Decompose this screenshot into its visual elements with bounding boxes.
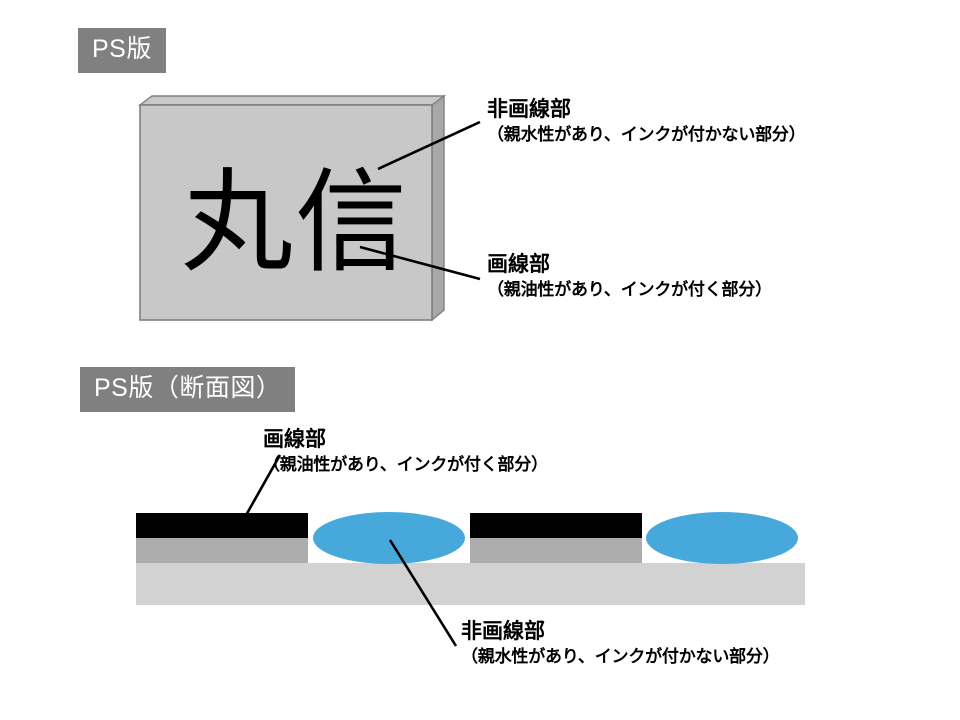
callout-title: 画線部 (487, 253, 550, 276)
callout-title: 非画線部 (487, 98, 571, 121)
callout-subtitle: （親油性があり、インクが付く部分） (487, 279, 772, 299)
plate-top-bevel (137, 95, 447, 106)
base-substrate-layer (136, 563, 805, 605)
water-droplet-left (313, 512, 465, 564)
water-droplet-right (646, 512, 798, 564)
leader-line-image-top (359, 245, 481, 281)
mid-layer-right (470, 538, 642, 563)
plate-front-face (139, 104, 433, 321)
callout-title: 画線部 (263, 428, 326, 451)
ink-layer-left (136, 513, 308, 538)
callout-nonimage-top: 非画線部 （親水性があり、インクが付かない部分） (487, 98, 806, 145)
section-badge-ps-plate: PS版 (78, 28, 166, 73)
cross-section-illustration (136, 512, 805, 605)
leader-line-nonimage-top (377, 120, 481, 171)
callout-image-cross: 画線部 （親油性があり、インクが付く部分） (263, 428, 548, 475)
mid-layer-left (136, 538, 308, 563)
callout-subtitle: （親水性があり、インクが付かない部分） (461, 646, 780, 666)
ps-plate-illustration (137, 94, 447, 322)
callout-image-top: 画線部 （親油性があり、インクが付く部分） (487, 253, 772, 300)
callout-title: 非画線部 (461, 620, 545, 643)
plate-kanji-text: 丸信 (181, 158, 409, 288)
callout-subtitle: （親油性があり、インクが付く部分） (263, 454, 548, 474)
leader-line-image-cross (243, 454, 282, 518)
callout-subtitle: （親水性があり、インクが付かない部分） (487, 124, 806, 144)
section-badge-ps-plate-cross-section: PS版（断面図） (80, 367, 296, 412)
ink-layer-right (470, 513, 642, 538)
callout-nonimage-cross: 非画線部 （親水性があり、インクが付かない部分） (461, 620, 780, 667)
leader-line-nonimage-cross (388, 539, 458, 647)
